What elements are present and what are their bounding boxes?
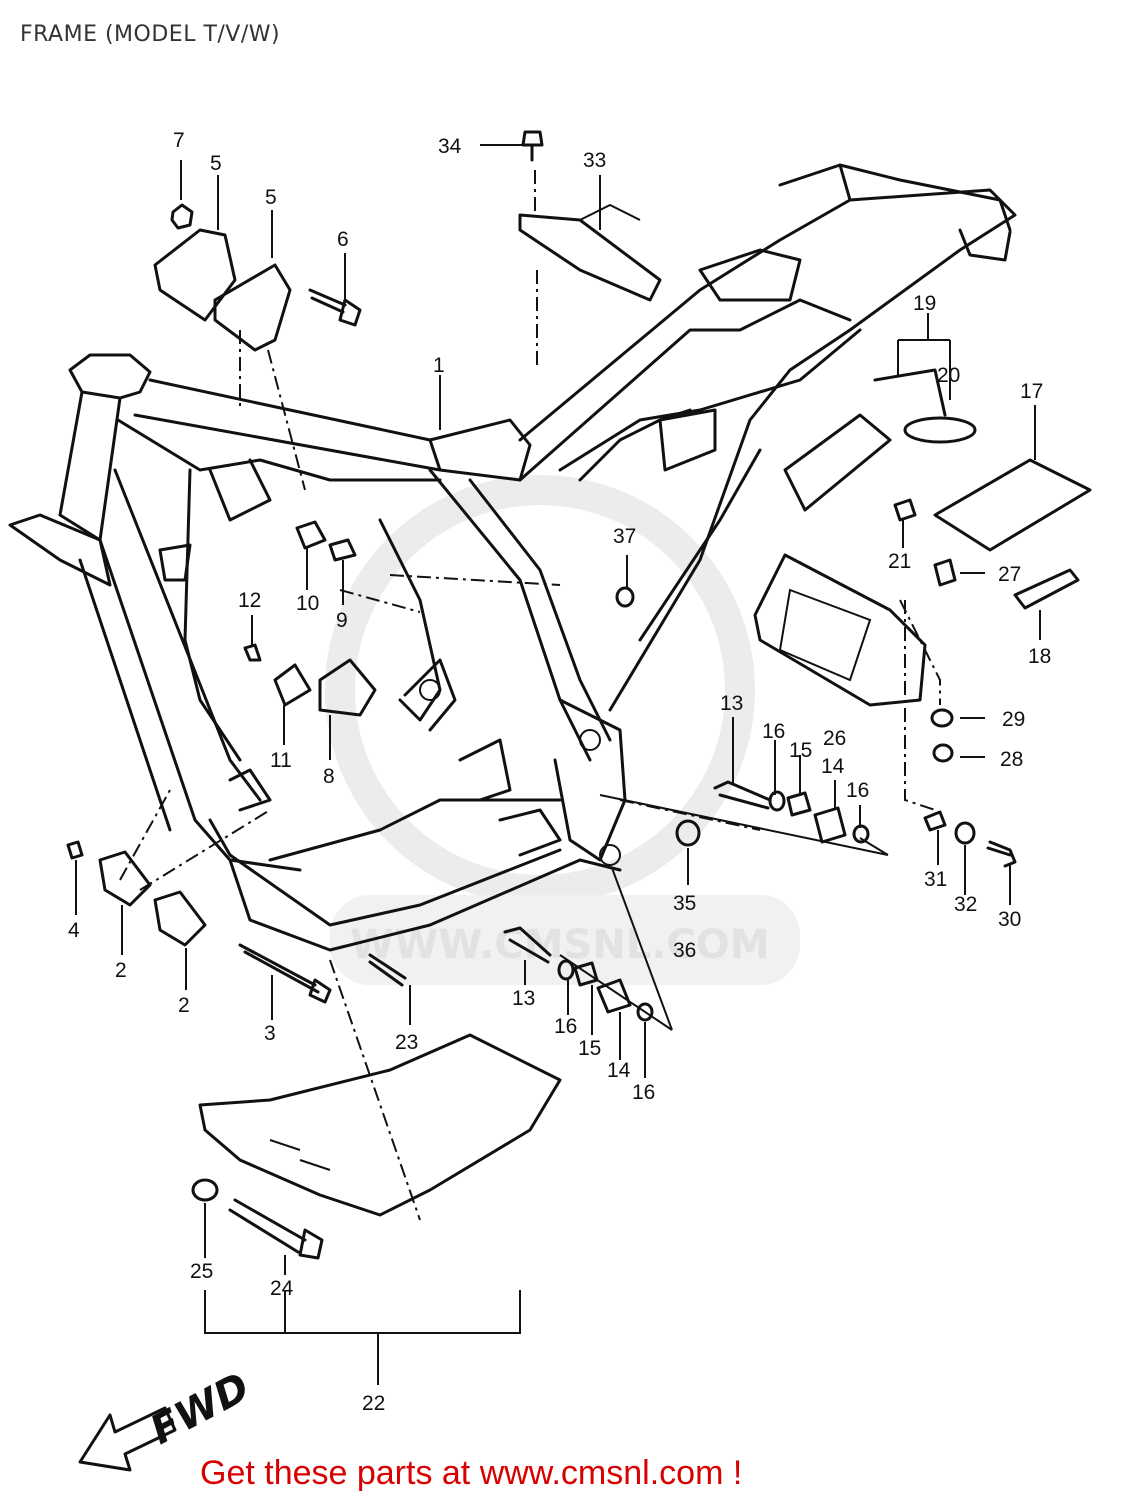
forward-arrow-icon bbox=[78, 1406, 177, 1472]
part-collar-31 bbox=[923, 810, 947, 832]
part-washer-25 bbox=[191, 1178, 219, 1202]
part-bolt-24 bbox=[228, 1198, 324, 1260]
callout-31: 31 bbox=[924, 868, 947, 891]
callout-25: 25 bbox=[190, 1260, 213, 1283]
part-collar-10 bbox=[295, 520, 327, 550]
callout-13b: 13 bbox=[512, 987, 535, 1010]
part-bolt-12 bbox=[243, 643, 262, 662]
callout-37: 37 bbox=[613, 525, 636, 548]
part-bolt-27 bbox=[933, 558, 957, 587]
callout-1: 1 bbox=[433, 354, 445, 377]
callout-14a: 14 bbox=[821, 755, 845, 778]
part-bolt-23 bbox=[368, 953, 407, 987]
callout-14b: 14 bbox=[607, 1059, 631, 1082]
part-bush-14a bbox=[813, 806, 847, 844]
callout-16b: 16 bbox=[846, 779, 869, 802]
callout-15a: 15 bbox=[789, 739, 812, 762]
callout-11: 11 bbox=[270, 749, 292, 772]
part-cap-37 bbox=[615, 586, 635, 608]
callout-27: 27 bbox=[998, 563, 1021, 586]
part-bolt-9 bbox=[328, 538, 357, 562]
callout-3: 3 bbox=[264, 1022, 276, 1045]
part-bolt-21 bbox=[893, 498, 917, 522]
callout-6: 6 bbox=[337, 228, 349, 251]
part-brackets-5 bbox=[153, 228, 292, 352]
part-bracket-8 bbox=[318, 658, 377, 717]
callout-19: 19 bbox=[913, 292, 936, 315]
part-cap-35 bbox=[675, 819, 701, 847]
part-nut-16d bbox=[636, 1002, 654, 1022]
callout-10: 10 bbox=[296, 592, 319, 615]
callout-13a: 13 bbox=[720, 692, 743, 715]
callout-30: 30 bbox=[998, 908, 1021, 931]
part-bolt-34 bbox=[521, 130, 544, 162]
callout-24: 24 bbox=[270, 1277, 294, 1300]
part-skid-plate-22 bbox=[198, 1033, 562, 1217]
part-washer-32 bbox=[954, 821, 976, 845]
watermark-text: WWW.CMSNL.COM bbox=[350, 922, 770, 968]
callout-20: 20 bbox=[937, 364, 960, 387]
part-bolt-13a bbox=[713, 780, 772, 810]
callout-35: 35 bbox=[673, 892, 696, 915]
part-plates-2 bbox=[98, 850, 207, 947]
callout-15b: 15 bbox=[578, 1037, 601, 1060]
callout-4: 4 bbox=[68, 919, 80, 942]
part-washer-16c bbox=[557, 959, 575, 981]
assembly-lines bbox=[119, 170, 941, 1221]
part-plate-33 bbox=[518, 203, 662, 302]
callout-17: 17 bbox=[1020, 380, 1043, 403]
callout-36: 36 bbox=[673, 939, 696, 962]
part-nut-4 bbox=[66, 840, 84, 860]
callout-21: 21 bbox=[888, 550, 911, 573]
callout-34: 34 bbox=[438, 135, 462, 158]
page-title: FRAME (MODEL T/V/W) bbox=[20, 22, 281, 47]
footer-link[interactable]: Get these parts at www.cmsnl.com ! bbox=[200, 1454, 743, 1492]
callout-8: 8 bbox=[323, 765, 335, 788]
part-nut-7 bbox=[170, 203, 194, 230]
callout-12: 12 bbox=[238, 589, 261, 612]
part-bolt-3 bbox=[238, 943, 332, 1004]
callout-32: 32 bbox=[954, 893, 977, 916]
part-tray-26 bbox=[753, 553, 927, 707]
callout-5b: 5 bbox=[265, 186, 277, 209]
part-bracket-11 bbox=[273, 663, 312, 707]
leader-lines bbox=[75, 144, 1041, 1385]
main-frame bbox=[8, 163, 1017, 952]
callout-22: 22 bbox=[362, 1392, 385, 1415]
part-cover-17 bbox=[933, 458, 1092, 552]
callout-2a: 2 bbox=[115, 959, 127, 982]
callout-7: 7 bbox=[173, 129, 185, 152]
part-collar-28 bbox=[932, 743, 954, 763]
part-collar-15a bbox=[786, 791, 812, 817]
callout-9: 9 bbox=[336, 609, 348, 632]
callout-26: 26 bbox=[823, 727, 846, 750]
part-bolt-6 bbox=[308, 288, 362, 327]
callout-28: 28 bbox=[1000, 748, 1023, 771]
part-bolt-30 bbox=[986, 840, 1017, 868]
callout-5a: 5 bbox=[210, 152, 222, 175]
callout-16a: 16 bbox=[762, 720, 785, 743]
callout-23: 23 bbox=[395, 1031, 418, 1054]
part-bush-14b bbox=[596, 978, 632, 1014]
callout-33: 33 bbox=[583, 149, 606, 172]
part-grommet-29 bbox=[930, 708, 954, 728]
callout-16c: 16 bbox=[554, 1015, 577, 1038]
callout-18: 18 bbox=[1028, 645, 1051, 668]
part-pin-18 bbox=[1013, 568, 1080, 610]
callout-16d: 16 bbox=[632, 1081, 655, 1104]
callout-29: 29 bbox=[1002, 708, 1025, 731]
part-washer-16a bbox=[768, 790, 786, 812]
fwd-label: FWD bbox=[143, 1364, 257, 1454]
callout-2b: 2 bbox=[178, 994, 190, 1017]
part-bolt-13b bbox=[503, 926, 552, 964]
part-bands-19-20 bbox=[783, 368, 977, 512]
callout-labels: 1 2 2 3 4 5 5 6 7 8 9 10 11 12 13 13 14 … bbox=[68, 129, 1051, 1415]
